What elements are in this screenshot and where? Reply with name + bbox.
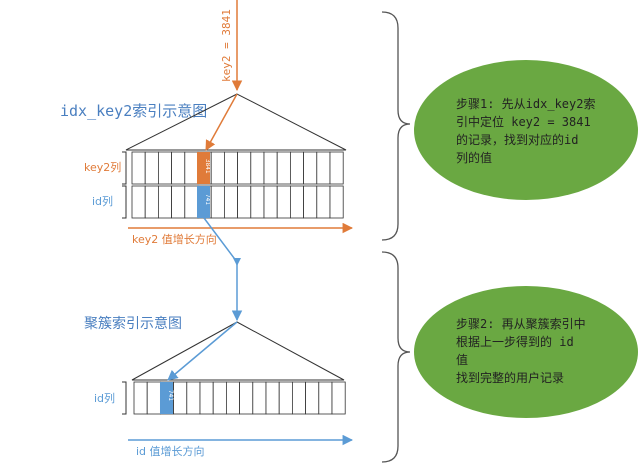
step2-line: 找到完整的用户记录 <box>456 370 564 385</box>
secondary-leaf-cell <box>316 185 331 219</box>
clustered-id-row-label: id列 <box>94 391 115 405</box>
clustered-index-tree <box>131 321 345 381</box>
secondary-leaf-cell <box>289 185 304 219</box>
secondary-leaf-cell <box>276 185 291 219</box>
id-row-label: id列 <box>92 194 113 208</box>
secondary-leaf-cell <box>289 151 304 185</box>
secondary-leaf-cell <box>329 185 344 219</box>
secondary-leaf-cell <box>210 185 225 219</box>
secondary-leaf-cell <box>250 151 265 185</box>
step2-bubble <box>414 286 638 418</box>
highlight-key-value: 3841 <box>204 159 211 174</box>
secondary-leaf-cell <box>144 185 159 219</box>
secondary-leaf-cell <box>237 151 252 185</box>
secondary-leaf-cell <box>223 185 238 219</box>
id-row-bracket <box>122 185 127 219</box>
clustered-leaf-cell <box>305 381 320 415</box>
clustered-highlight-value: 741 <box>167 390 174 401</box>
key-row-label: key2列 <box>84 160 121 174</box>
clustered-leaf-cell <box>133 381 148 415</box>
secondary-leaf-cell <box>303 185 318 219</box>
secondary-leaf-cell <box>303 151 318 185</box>
clustered-index-title: 聚簇索引示意图 <box>84 315 182 332</box>
step2-line: 根据上一步得到的 id <box>456 334 574 349</box>
clustered-leaf-cell <box>212 381 227 415</box>
step2-brace <box>381 251 411 463</box>
clustered-leaf-cell <box>278 381 293 415</box>
secondary-leaf-cell <box>144 151 159 185</box>
clustered-leaf-cell <box>252 381 267 415</box>
step1-line: 步骤1: 先从idx_key2索 <box>456 97 595 111</box>
highlight-id-value: 741 <box>204 194 211 205</box>
clustered-leaf-cell <box>239 381 254 415</box>
clustered-leaf-cell <box>318 381 333 415</box>
clustered-leaf-cell <box>186 381 201 415</box>
clustered-leaf-cell <box>173 381 188 415</box>
connector-arrowhead-mid <box>233 258 241 266</box>
secondary-leaf-cell <box>329 151 344 185</box>
step2-text: 步骤2: 再从聚簇索引中 根据上一步得到的 id 值 找到完整的用户记录 <box>456 316 593 385</box>
clustered-leaf-cell <box>291 381 306 415</box>
step1-line: 列的值 <box>456 150 492 165</box>
secondary-leaf-cell <box>263 185 278 219</box>
secondary-index-tree <box>125 93 347 151</box>
secondary-leaf-cell <box>237 185 252 219</box>
secondary-leaf-cell <box>223 151 238 185</box>
secondary-leaf-cell <box>171 185 186 219</box>
secondary-leaf-cell <box>157 151 172 185</box>
clustered-id-row-bracket <box>122 381 127 415</box>
step2-line: 步骤2: 再从聚簇索引中 <box>456 316 586 331</box>
clustered-leaf-cell <box>146 381 161 415</box>
secondary-leaf-cell <box>250 185 265 219</box>
secondary-leaf-cell <box>157 185 172 219</box>
key-row-bracket <box>122 151 127 185</box>
secondary-leaf-cell <box>131 151 146 185</box>
clustered-leaf-cell <box>225 381 240 415</box>
secondary-search-path <box>205 93 238 151</box>
secondary-leaf-cell <box>276 151 291 185</box>
clustered-leaf-cell <box>331 381 346 415</box>
secondary-leaf-rows <box>131 151 344 219</box>
secondary-leaf-cell <box>316 151 331 185</box>
clustered-leaf-cell <box>265 381 280 415</box>
step1-line: 引中定位 key2 = 3841 <box>456 114 591 129</box>
key2-axis-label: key2 值增长方向 <box>132 232 217 246</box>
clustered-highlight-cell <box>160 382 173 414</box>
step1-line: 的记录，找到对应的id <box>456 132 578 147</box>
secondary-leaf-cell <box>171 151 186 185</box>
secondary-index-title: idx_key2索引示意图 <box>60 102 207 120</box>
secondary-leaf-cell <box>210 151 225 185</box>
clustered-leaf-cell <box>199 381 214 415</box>
secondary-leaf-cell <box>131 185 146 219</box>
highlight-key-cell <box>197 152 210 184</box>
secondary-leaf-cell <box>184 151 199 185</box>
step2-line: 值 <box>456 352 468 367</box>
step1-text: 步骤1: 先从idx_key2索 引中定位 key2 = 3841 的记录，找到… <box>456 97 603 165</box>
step1-bubble <box>414 60 638 200</box>
secondary-leaf-cell <box>263 151 278 185</box>
search-key-label: key2 = 3841 <box>220 9 233 82</box>
clustered-search-path <box>167 321 238 381</box>
id-axis-label: id 值增长方向 <box>136 444 205 458</box>
step1-brace <box>381 11 411 241</box>
secondary-leaf-cell <box>184 185 199 219</box>
highlight-id-cell <box>197 186 210 218</box>
